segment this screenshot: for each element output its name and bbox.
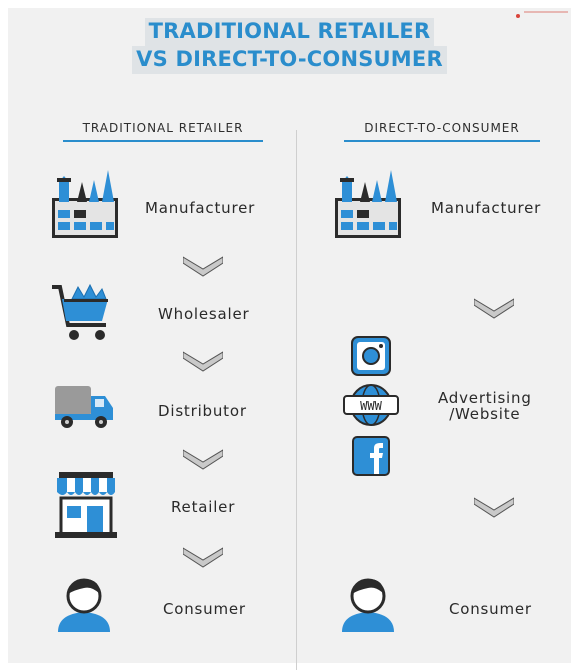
right-column-header: DIRECT-TO-CONSUMER [344,121,540,142]
www-globe-icon: WWW [343,384,399,426]
left-step-wholesaler: Wholesaler [158,305,250,323]
right-header-underline [344,140,540,142]
title-line-2: VS DIRECT-TO-CONSUMER [132,46,447,74]
left-step-retailer: Retailer [171,498,236,516]
infographic-card: TRADITIONAL RETAILER VS DIRECT-TO-CONSUM… [8,8,571,670]
left-step-consumer: Consumer [163,600,246,618]
right-step-advertising-website: Advertising /Website [438,390,532,422]
factory-icon [335,170,401,238]
chevron-down-icon [474,497,514,518]
person-icon [58,578,110,632]
shopping-cart-icon [52,283,108,340]
decorative-dash [524,11,568,13]
right-column-header-text: DIRECT-TO-CONSUMER [364,121,520,135]
left-step-distributor: Distributor [158,402,247,420]
left-column-header-text: TRADITIONAL RETAILER [82,121,244,135]
infographic-title: TRADITIONAL RETAILER VS DIRECT-TO-CONSUM… [8,18,571,74]
chevron-down-icon [474,298,514,319]
right-step-consumer: Consumer [449,600,532,618]
right-step-manufacturer: Manufacturer [431,199,542,217]
decorative-dot [516,14,520,18]
instagram-icon [351,336,391,376]
delivery-truck-icon [55,386,113,428]
left-step-manufacturer: Manufacturer [145,199,256,217]
column-divider [296,130,297,670]
person-icon [342,578,394,632]
left-column-header: TRADITIONAL RETAILER [63,121,263,142]
chevron-down-icon [183,449,223,470]
chevron-down-icon [183,351,223,372]
svg-text:WWW: WWW [360,399,382,413]
factory-icon [52,170,118,238]
title-line-1: TRADITIONAL RETAILER [144,18,435,46]
chevron-down-icon [183,547,223,568]
facebook-icon [352,436,390,476]
chevron-down-icon [183,256,223,277]
left-header-underline [63,140,263,142]
advertising-label: Advertising [438,389,532,407]
storefront-icon [55,472,117,538]
website-label: /Website [449,405,521,423]
